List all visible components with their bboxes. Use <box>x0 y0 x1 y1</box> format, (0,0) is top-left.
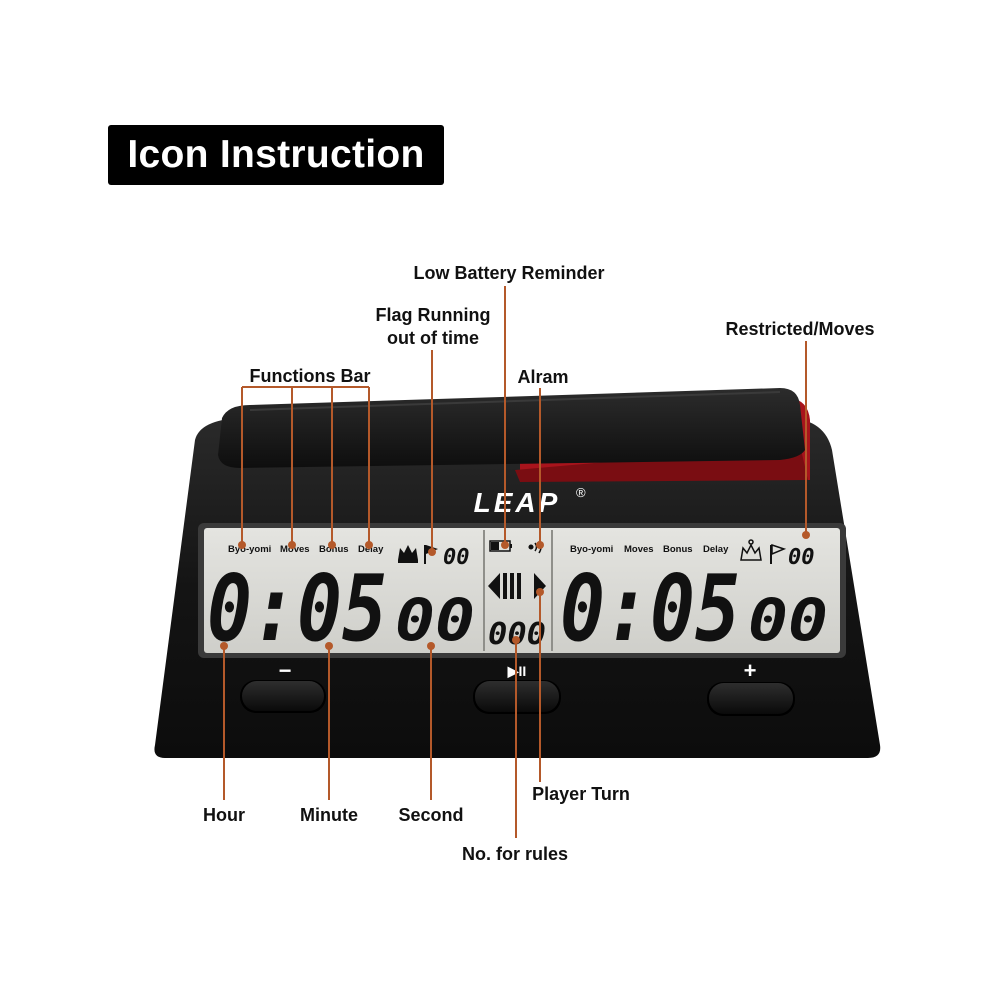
time-left-main: 0:05 <box>207 555 387 662</box>
time-left-seconds: 00 <box>395 586 475 654</box>
plus-button[interactable] <box>707 682 795 716</box>
page-title: Icon Instruction <box>108 125 444 185</box>
callout-no-for-rules: No. for rules <box>461 844 569 864</box>
function-delay-right: Delay <box>703 544 729 555</box>
function-delay-left: Delay <box>358 544 384 555</box>
moves-counter-right: 00 <box>788 545 815 570</box>
callout-player-turn: Player Turn <box>532 784 630 804</box>
callout-second: Second <box>398 805 464 825</box>
minus-label: − <box>279 658 292 683</box>
registered-mark: ® <box>576 485 586 500</box>
minus-button[interactable] <box>240 680 326 713</box>
function-moves-right: Moves <box>624 544 654 555</box>
leader-dots <box>220 531 810 650</box>
brand-logo: LEAP <box>474 487 561 518</box>
function-byo-yomi-left: Byo-yomi <box>228 544 271 555</box>
callout-low-battery: Low Battery Reminder <box>413 263 605 283</box>
function-moves-left: Moves <box>280 544 310 555</box>
plus-label: + <box>744 658 757 683</box>
callout-alarm: Alram <box>517 367 569 387</box>
low-battery-icon <box>489 540 512 552</box>
callout-flag-line2: out of time <box>387 328 479 348</box>
king-icon-right <box>740 539 762 561</box>
player-turn-indicator <box>488 573 546 599</box>
callout-hour: Hour <box>203 805 245 825</box>
function-bonus-left: Bonus <box>319 544 349 555</box>
leader-lines <box>223 286 807 838</box>
left-lever <box>218 388 805 468</box>
callout-flag-line1: Flag Running <box>375 305 491 325</box>
function-byo-yomi-right: Byo-yomi <box>570 544 613 555</box>
callout-functions-bar: Functions Bar <box>249 366 371 386</box>
moves-counter-left: 00 <box>443 545 470 570</box>
time-right-main: 0:05 <box>560 555 740 662</box>
flag-icon-right <box>770 543 787 564</box>
callout-restricted-moves: Restricted/Moves <box>725 319 875 339</box>
king-icon-left <box>398 545 418 563</box>
function-bonus-right: Bonus <box>663 544 693 555</box>
time-right-seconds: 00 <box>748 586 828 654</box>
callout-minute: Minute <box>300 805 358 825</box>
lcd-screen <box>204 528 840 653</box>
